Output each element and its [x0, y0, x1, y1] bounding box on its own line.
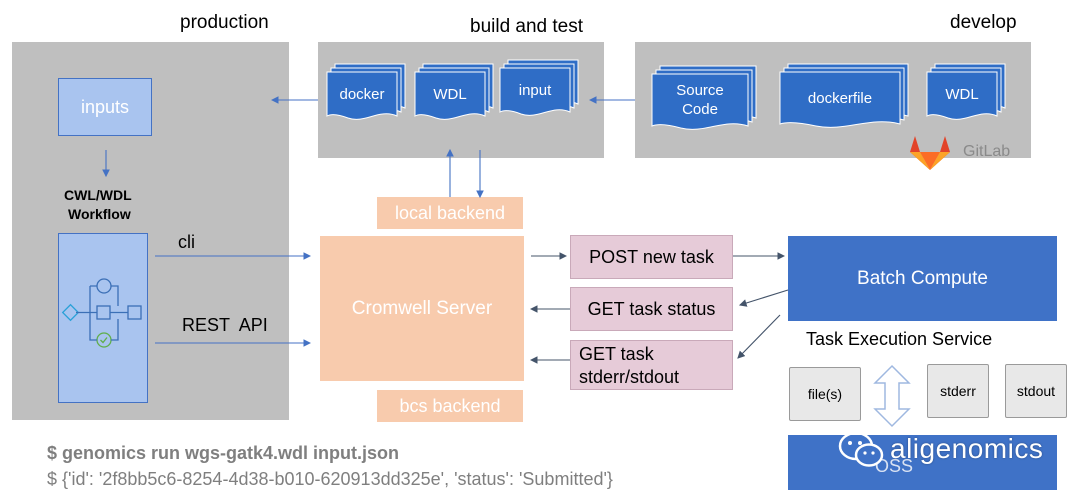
cromwell-server-label: Cromwell Server — [351, 297, 493, 319]
get-task-output-line1: GET task — [579, 344, 654, 364]
local-backend-label: local backend — [394, 202, 506, 223]
doc-source-code-label: Source Code — [676, 82, 724, 118]
inputs-box[interactable]: inputs — [58, 78, 152, 136]
post-new-task-box[interactable]: POST new task — [570, 235, 733, 279]
console-command: $ genomics run wgs-gatk4.wdl input.json — [47, 443, 400, 463]
watermark-text: aligenomics — [890, 433, 1044, 464]
bidirectional-arrow-icon — [873, 364, 911, 428]
doc-dockerfile-sheet — [779, 71, 901, 128]
workflow-label-line1: CWL/WDL — [64, 187, 132, 203]
doc-dockerfile-label: dockerfile — [807, 89, 873, 107]
doc-docker-stack[interactable] — [325, 62, 415, 130]
gitlab-label: GitLab — [963, 143, 1011, 160]
doc-source-code-sheet — [651, 73, 749, 130]
cli-label: cli — [178, 232, 195, 252]
workflow-label-line2: Workflow — [68, 206, 131, 222]
doc-wdl-build-label: WDL — [433, 85, 467, 103]
doc-wdl-build-stack[interactable] — [413, 62, 503, 130]
arrow-batch-to-output — [737, 314, 781, 359]
batch-compute-box[interactable]: Batch Compute — [788, 236, 1057, 321]
rest-api-label: REST API — [182, 315, 268, 335]
stage-title-develop: develop — [950, 12, 1017, 33]
local-backend-box[interactable]: local backend — [377, 197, 523, 229]
workflow-label: CWL/WDL Workflow — [64, 186, 132, 224]
oss-box[interactable]: OSS — [788, 435, 1057, 490]
get-task-output-box[interactable]: GET task stderr/stdout — [570, 340, 733, 390]
stage-title-build-and-test: build and test — [470, 16, 584, 37]
doc-wdl-develop-sheet — [926, 71, 998, 120]
stderr-label: stderr — [940, 383, 976, 399]
files-box[interactable]: file(s) — [789, 367, 861, 421]
oss-label: OSS — [875, 456, 914, 476]
stage-title-production: production — [180, 12, 269, 33]
doc-input-sheet — [499, 67, 571, 116]
stdout-label: stdout — [1016, 383, 1056, 399]
bcs-backend-box[interactable]: bcs backend — [377, 390, 523, 422]
bcs-backend-label: bcs backend — [399, 395, 501, 416]
doc-wdl-develop-stack[interactable] — [925, 62, 1015, 130]
stderr-box[interactable]: stderr — [927, 364, 989, 418]
doc-input-label: input — [518, 81, 552, 99]
doc-dockerfile-stack[interactable] — [778, 62, 918, 138]
doc-docker-sheet — [326, 71, 398, 120]
arrow-batch-to-status — [738, 289, 789, 307]
doc-wdl-build-sheet — [414, 71, 486, 120]
get-task-status-box[interactable]: GET task status — [570, 287, 733, 331]
batch-compute-label: Batch Compute — [857, 267, 988, 289]
post-new-task-label: POST new task — [589, 246, 714, 267]
inputs-label: inputs — [80, 96, 130, 117]
doc-input-stack[interactable] — [498, 58, 588, 126]
files-label: file(s) — [807, 386, 843, 402]
get-task-status-label: GET task status — [587, 298, 716, 319]
get-task-output-line2: stderr/stdout — [579, 367, 680, 387]
console-response: $ {'id': '2f8bb5c6-8254-4d38-b010-620913… — [47, 469, 613, 489]
wechat-icon — [838, 431, 884, 467]
stdout-box[interactable]: stdout — [1005, 364, 1067, 418]
doc-wdl-develop-label: WDL — [945, 85, 979, 103]
doc-docker-label: docker — [339, 85, 385, 103]
doc-source-code-stack[interactable] — [650, 64, 766, 140]
workflow-icon — [61, 278, 142, 348]
task-execution-service-label: Task Execution Service — [806, 329, 993, 349]
gitlab-logo-icon — [910, 136, 950, 170]
cromwell-server-box[interactable]: Cromwell Server — [320, 236, 524, 381]
